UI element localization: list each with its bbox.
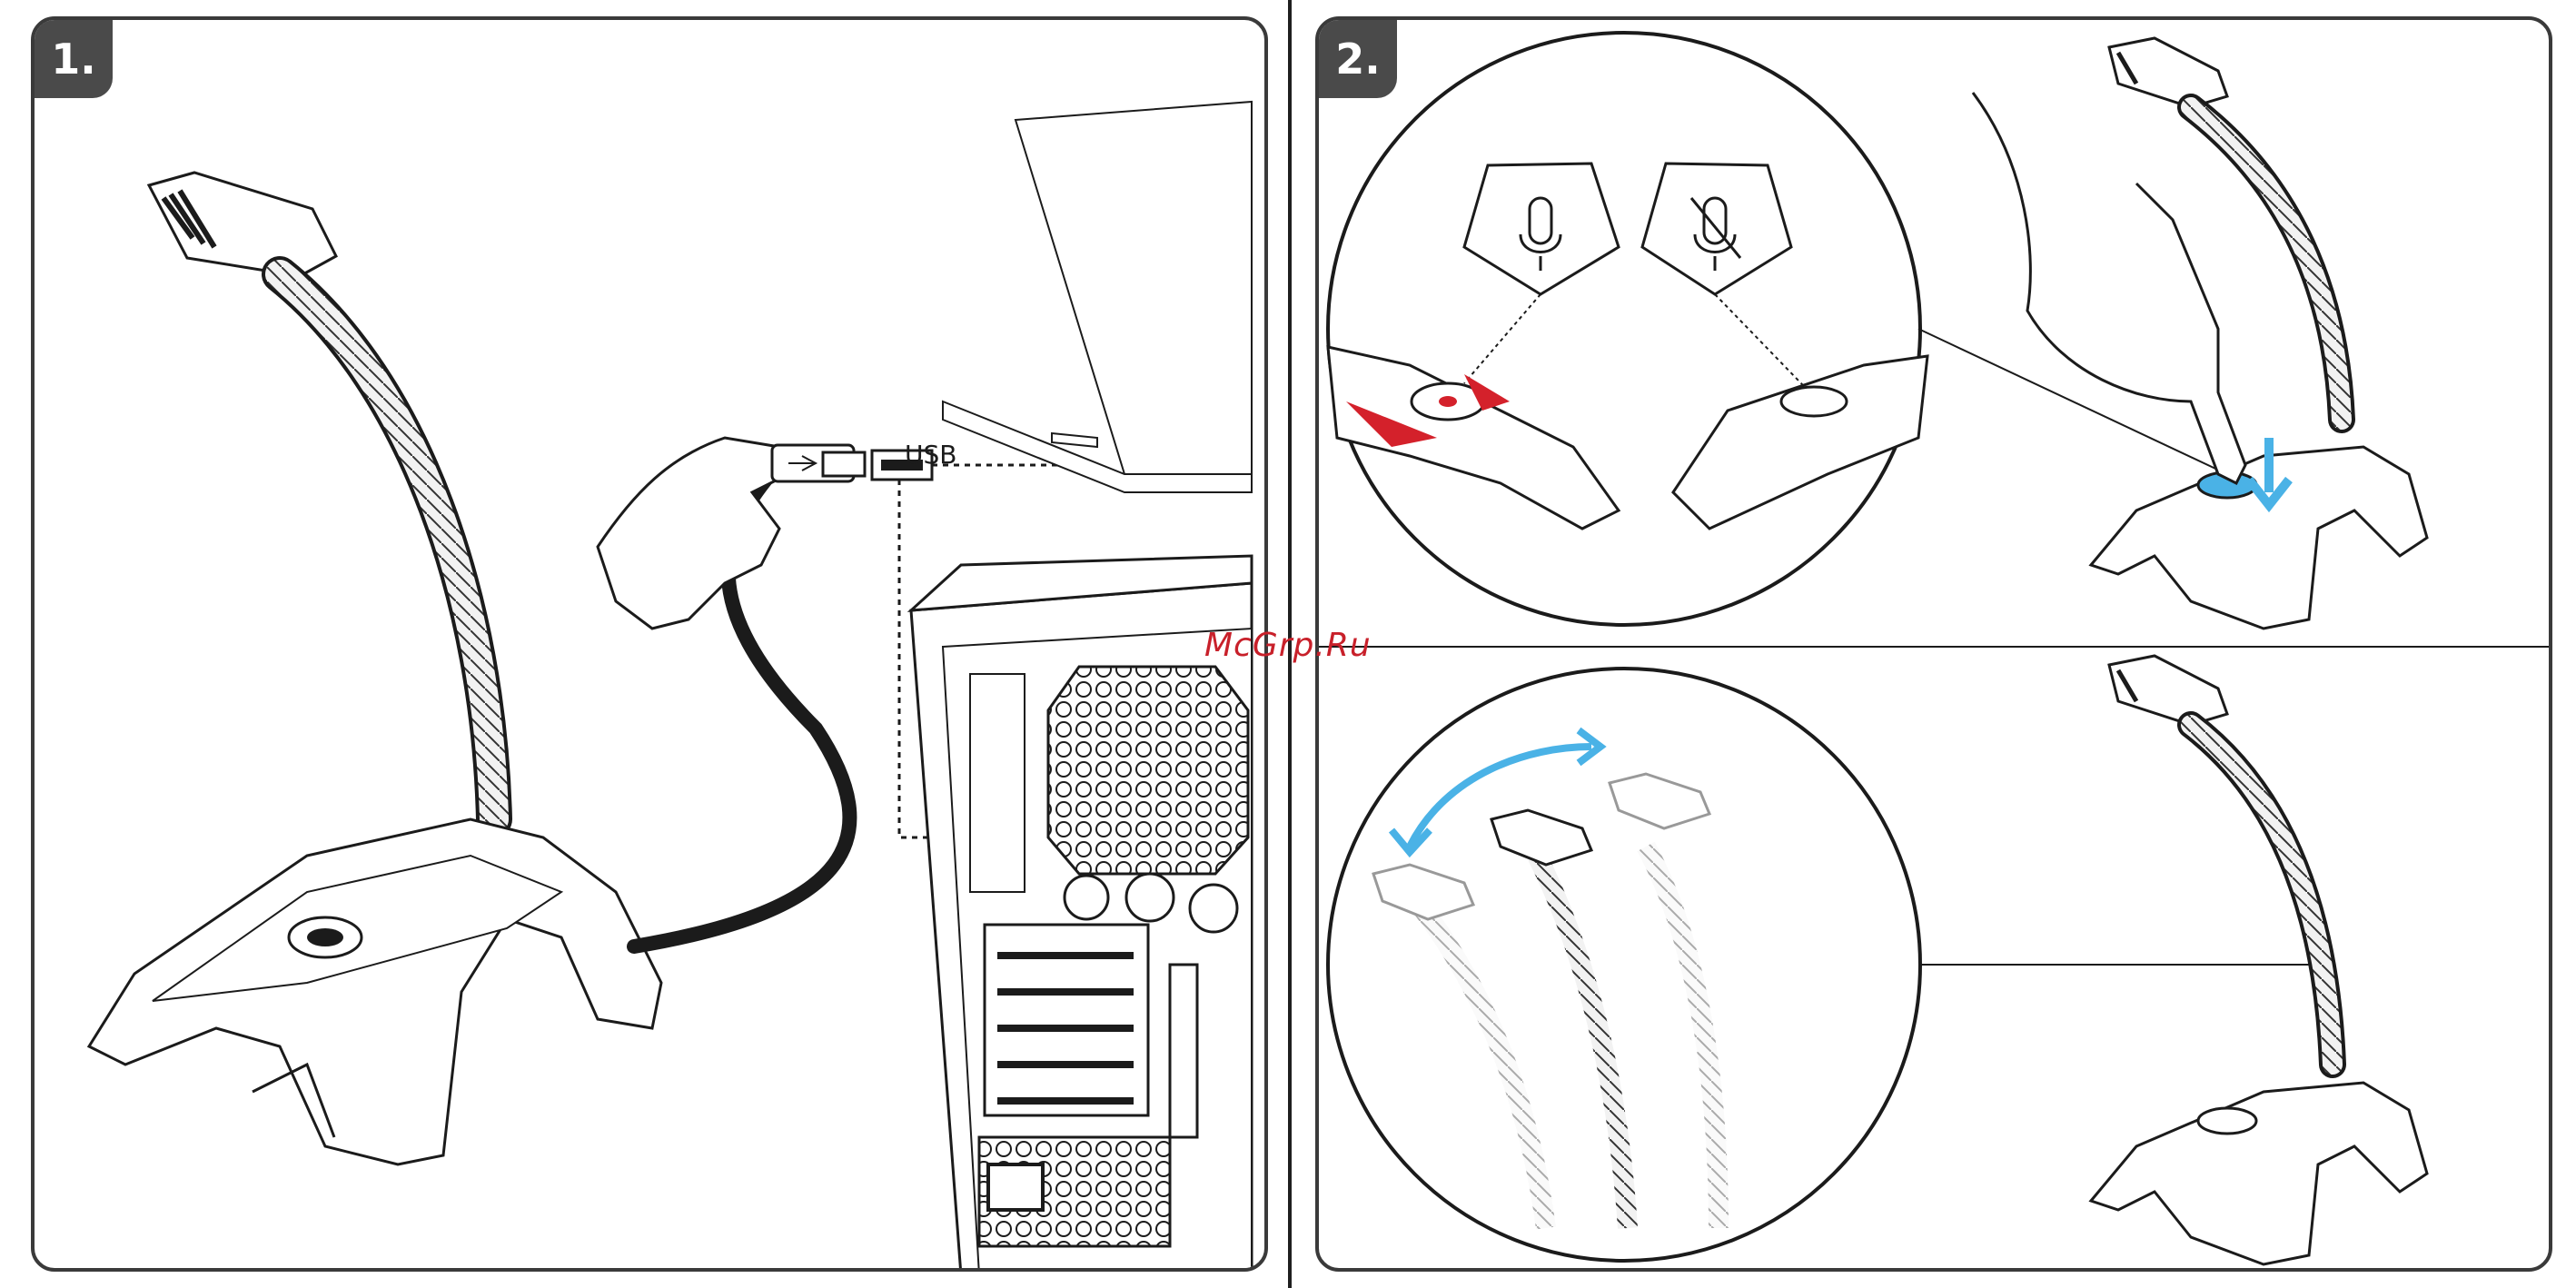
step-2-illustration xyxy=(1319,20,2552,1272)
step-2-panel: 2. xyxy=(1315,16,2552,1272)
watermark: McGrp.Ru xyxy=(1204,627,1372,664)
step-2-badge: 2. xyxy=(1319,20,1397,98)
step-1-badge: 1. xyxy=(35,20,113,98)
laptop xyxy=(943,102,1252,492)
microphone-adjusted xyxy=(2091,656,2427,1264)
microphone-base xyxy=(89,819,661,1164)
step-1-panel: 1. xyxy=(31,16,1268,1272)
hand-pressing-button xyxy=(1973,93,2245,483)
microphone-head xyxy=(149,173,336,276)
desktop-tower xyxy=(911,556,1252,1272)
usb-label: USB xyxy=(905,440,956,470)
gooseneck-zoom-circle xyxy=(1328,669,1920,1261)
mute-zoom-circle xyxy=(1328,33,1927,625)
step-1-illustration xyxy=(35,20,1268,1272)
